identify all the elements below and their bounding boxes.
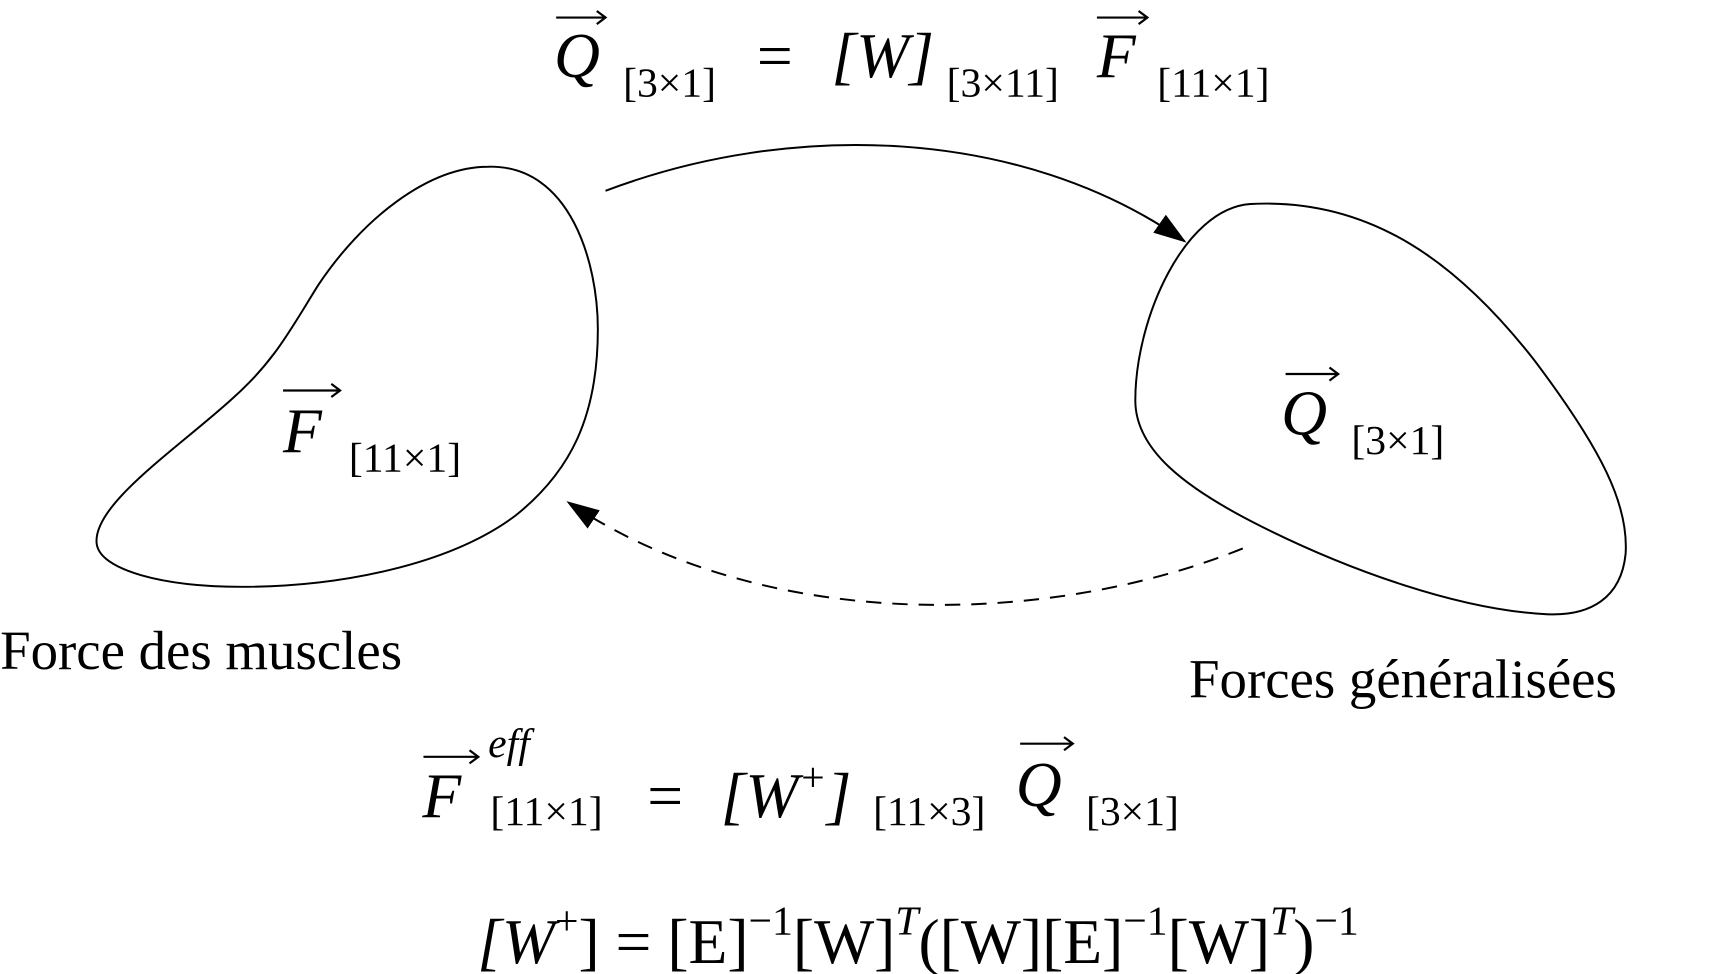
eq-subscript: [11×1] bbox=[1157, 61, 1269, 107]
inverse-equation: F eff [11×1] = [W+] [11×3] Q [3×1] bbox=[421, 721, 1179, 835]
eq-equals: = bbox=[757, 20, 793, 91]
eq-symbol: Q bbox=[554, 20, 600, 91]
set-symbol: Q bbox=[1281, 377, 1327, 448]
generalized-forces-set bbox=[1134, 202, 1627, 616]
eq-symbol: Q bbox=[1016, 749, 1062, 820]
muscle-forces-set bbox=[95, 165, 599, 588]
eq-matrix: [W] bbox=[831, 20, 934, 91]
eq-matrix: [W+] bbox=[721, 755, 852, 831]
eq-subscript: [11×3] bbox=[873, 789, 985, 835]
set-subscript: [11×1] bbox=[349, 436, 461, 482]
pseudoinverse-equation: [W+] = [E]−1[W]T([W][E]−1[W]T)−1 bbox=[477, 899, 1359, 974]
forward-equation: Q [3×1] = [W] [3×11] F [11×1] bbox=[554, 10, 1269, 107]
generalized-forces-symbol: Q [3×1] bbox=[1281, 366, 1444, 464]
eq-subscript: [3×11] bbox=[947, 61, 1059, 107]
vector-arrow-icon bbox=[283, 383, 342, 398]
set-subscript: [3×1] bbox=[1351, 418, 1444, 464]
set-symbol: F bbox=[282, 395, 323, 466]
inverse-mapping-arrow bbox=[566, 501, 1244, 606]
generalized-forces-label: Forces généralisées bbox=[1189, 649, 1617, 710]
eq-equals: = bbox=[647, 760, 683, 831]
vector-arrow-icon bbox=[1096, 10, 1150, 26]
eq-subscript: [3×1] bbox=[1086, 789, 1179, 835]
vector-arrow-icon bbox=[1285, 366, 1341, 382]
vector-arrow-icon bbox=[423, 749, 481, 765]
eq-subscript: [3×1] bbox=[623, 61, 716, 107]
muscle-forces-label: Force des muscles bbox=[0, 620, 402, 681]
muscle-forces-symbol: F [11×1] bbox=[282, 383, 461, 482]
eq-symbol: F bbox=[421, 760, 462, 831]
eq-superscript: eff bbox=[488, 721, 535, 767]
eq-subscript: [11×1] bbox=[490, 789, 602, 835]
forward-mapping-arrow bbox=[605, 143, 1187, 243]
vector-arrow-icon bbox=[556, 10, 608, 26]
eq-symbol: F bbox=[1096, 20, 1137, 91]
vector-arrow-icon bbox=[1020, 736, 1075, 752]
